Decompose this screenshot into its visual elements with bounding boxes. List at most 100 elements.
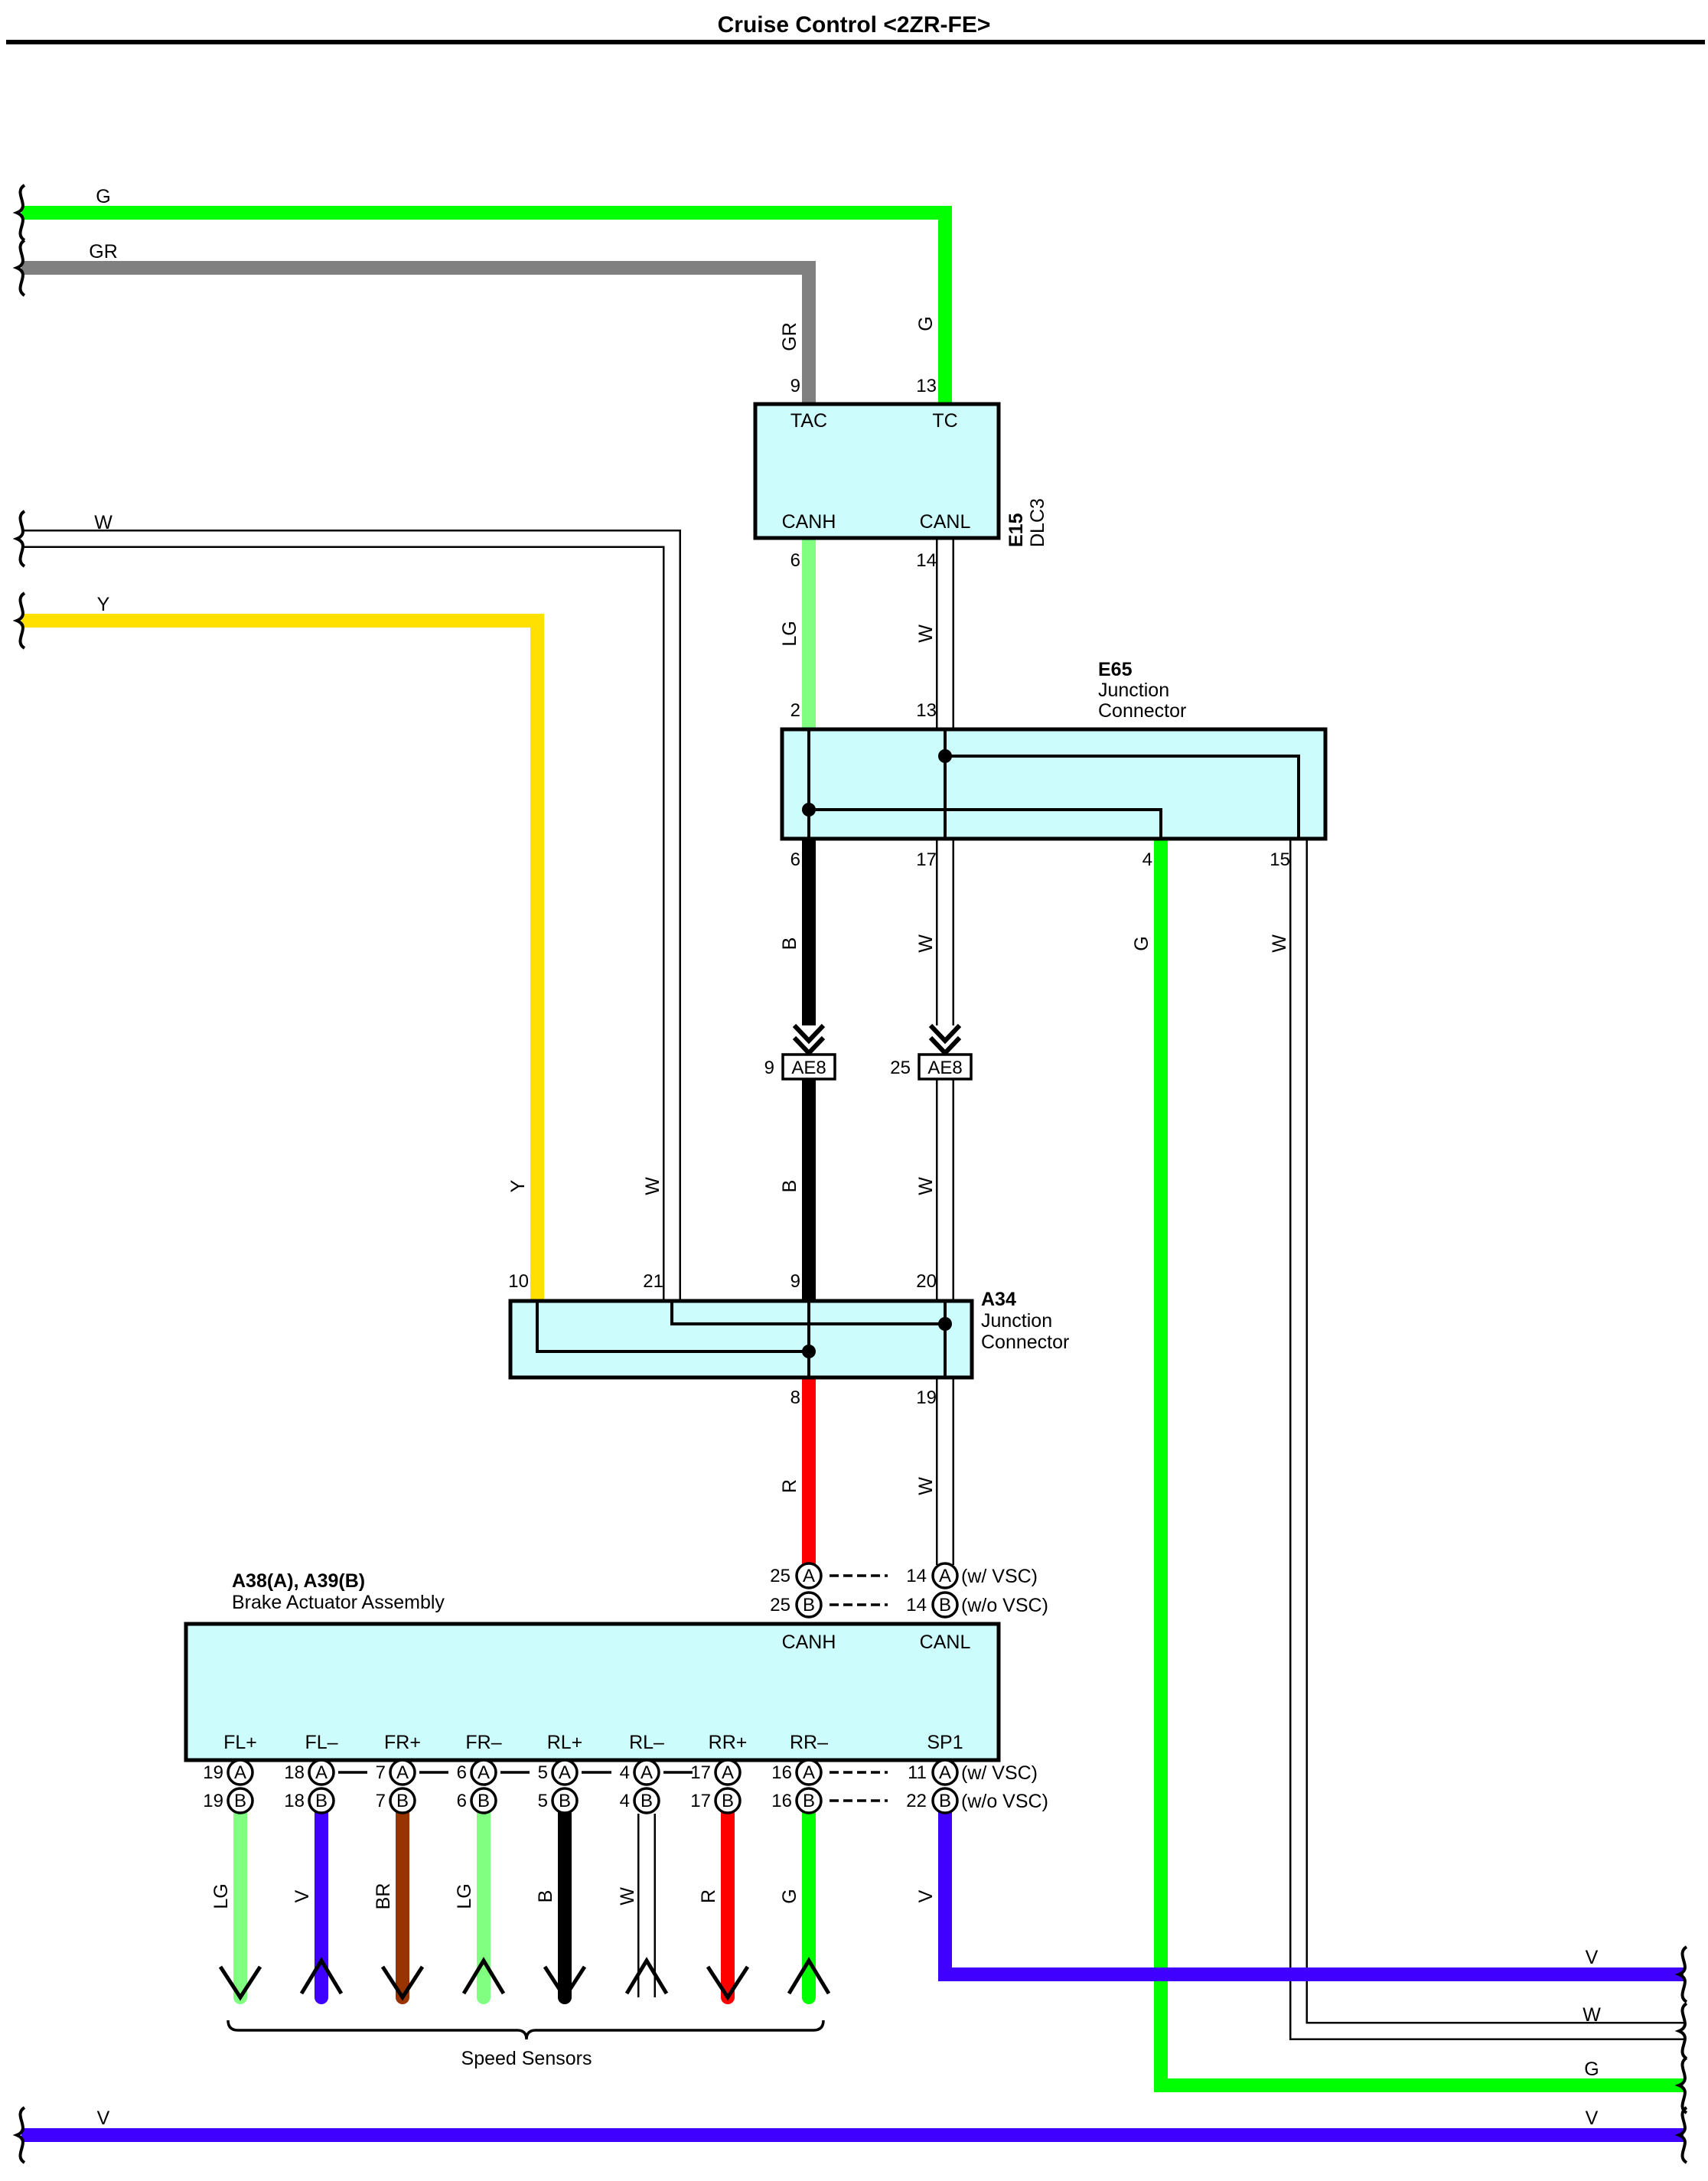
wire-break-icon	[1674, 2056, 1688, 2114]
a34-pin-8: 8	[790, 1387, 800, 1408]
connector-letter-circle	[795, 1591, 823, 1619]
brake-actuator-sp1-label: SP1	[927, 1732, 963, 1753]
e15-pin-6: 6	[790, 550, 800, 571]
sensor-wire-label: R	[698, 1889, 719, 1903]
e15-pin-13: 13	[916, 376, 937, 396]
ae8-connector-w: AE8 25	[890, 1023, 973, 1081]
wire-break-icon	[12, 592, 26, 650]
ae8-pin-25: 25	[890, 1058, 911, 1078]
ae8-connector-b: AE8 9	[764, 1023, 836, 1081]
sensor-pin-b: 17	[690, 1791, 711, 1811]
e15-tac-label: TAC	[790, 410, 827, 432]
sensor-wire-label: W	[617, 1887, 638, 1906]
ae8-box	[918, 1053, 973, 1081]
wire-label-left-w: W	[94, 512, 112, 533]
e15-box	[753, 402, 1001, 540]
connector-letter-circle	[389, 1787, 416, 1814]
can-pin-number: 25	[770, 1595, 790, 1615]
connector-letter-circle	[795, 1562, 823, 1589]
brake-actuator-canl-label: CANL	[920, 1632, 971, 1653]
sp1-pin-number: 11	[908, 1762, 927, 1783]
wire-label-b: B	[779, 937, 800, 950]
wire-label-right-v: V	[1586, 1947, 1599, 1968]
wire-break-icon	[12, 2106, 26, 2164]
a34-name-line2: Connector	[981, 1332, 1069, 1353]
wire-label-bottom-right-v: V	[1586, 2108, 1599, 2129]
e15-name: DLC3	[1027, 498, 1048, 547]
e15-code: E15	[1006, 513, 1027, 547]
a34-junction-connector: A34 Junction Connector 10 21 9 20 8 19	[508, 1271, 1069, 1408]
wire-label-v: V	[915, 1889, 937, 1902]
a34-pin-9: 9	[790, 1271, 800, 1292]
wire-label-w: W	[915, 1477, 937, 1495]
sensor-pin-b: 4	[620, 1791, 630, 1811]
connector-letter-circle	[931, 1787, 959, 1814]
connector-letter: A	[722, 1762, 734, 1783]
e15-tc-label: TC	[932, 410, 957, 432]
sensor-terminal-label: FR–	[465, 1732, 501, 1753]
connector-letter: A	[939, 1566, 951, 1586]
arrow-up-icon	[787, 1957, 831, 1995]
wire-label-w: W	[915, 934, 937, 953]
brake-actuator-name: Brake Actuator Assembly	[232, 1592, 445, 1613]
e15-canl-label: CANL	[920, 511, 971, 533]
wire-label-right-w: W	[1583, 2004, 1601, 2026]
sensor-pin-a: 5	[538, 1762, 548, 1783]
wire-w-e65-15	[1289, 839, 1684, 2040]
arrow-up-icon	[624, 1957, 669, 1995]
wire-g-e65-4	[1154, 839, 1684, 2092]
wire-break-icon	[12, 510, 26, 568]
connector-letter: B	[640, 1791, 653, 1811]
can-pin-number: 25	[770, 1566, 790, 1586]
connector-letter: B	[939, 1595, 951, 1615]
sensor-pin-a: 4	[620, 1762, 630, 1783]
wire-label-w: W	[1269, 934, 1290, 953]
e65-junction-dot	[802, 803, 816, 817]
sensor-pin-b: 19	[203, 1791, 223, 1811]
sensor-pin-b: 7	[376, 1791, 386, 1811]
sensor-pin-a: 16	[771, 1762, 792, 1783]
connector-letter: A	[315, 1762, 328, 1783]
e65-pin-6: 6	[790, 849, 800, 870]
connector-letter: B	[939, 1791, 951, 1811]
connector-letter-circle	[227, 1759, 254, 1786]
wire-label-g: G	[1131, 936, 1152, 950]
wire-label-b: B	[779, 1180, 800, 1193]
speed-sensors-brace	[227, 2020, 825, 2040]
ae8-chevron-icon	[792, 1023, 826, 1057]
connector-letter: A	[478, 1762, 490, 1783]
wire-label-left-y: Y	[97, 594, 110, 615]
sensor-terminal-label: FR+	[384, 1732, 421, 1753]
e65-name-line1: Junction	[1098, 680, 1169, 701]
ae8-label: AE8	[791, 1058, 826, 1078]
sensor-pin-a: 7	[376, 1762, 386, 1783]
sensor-wire-label: B	[535, 1890, 556, 1903]
e65-pin-15: 15	[1270, 849, 1290, 870]
arrow-up-icon	[299, 1957, 344, 1995]
wire-break-icon	[12, 239, 26, 297]
a34-name-line1: Junction	[981, 1310, 1052, 1332]
connector-letter: A	[803, 1762, 815, 1783]
brake-actuator-canh-label: CANH	[782, 1632, 836, 1653]
connector-letter-circle	[470, 1787, 497, 1814]
connector-letter-circle	[795, 1787, 823, 1814]
sensor-wire-label: BR	[373, 1883, 394, 1910]
connector-letter: B	[234, 1791, 246, 1811]
wire-label-w: W	[915, 624, 937, 643]
wire-break-icon	[1674, 2002, 1688, 2060]
sensor-pin-b: 6	[457, 1791, 467, 1811]
connector-letter-circle	[931, 1759, 959, 1786]
arrow-down-icon	[218, 1965, 262, 2001]
wire-label-w: W	[915, 1177, 937, 1195]
connector-letter: B	[315, 1791, 328, 1811]
connector-letter: A	[559, 1762, 571, 1783]
connector-letter-circle	[931, 1591, 959, 1619]
e65-name-line2: Connector	[1098, 700, 1186, 722]
brake-actuator-code: A38(A), A39(B)	[232, 1570, 365, 1592]
e15-pin-9: 9	[790, 376, 800, 396]
arrow-down-icon	[543, 1965, 587, 2001]
e65-code: E65	[1098, 659, 1133, 680]
